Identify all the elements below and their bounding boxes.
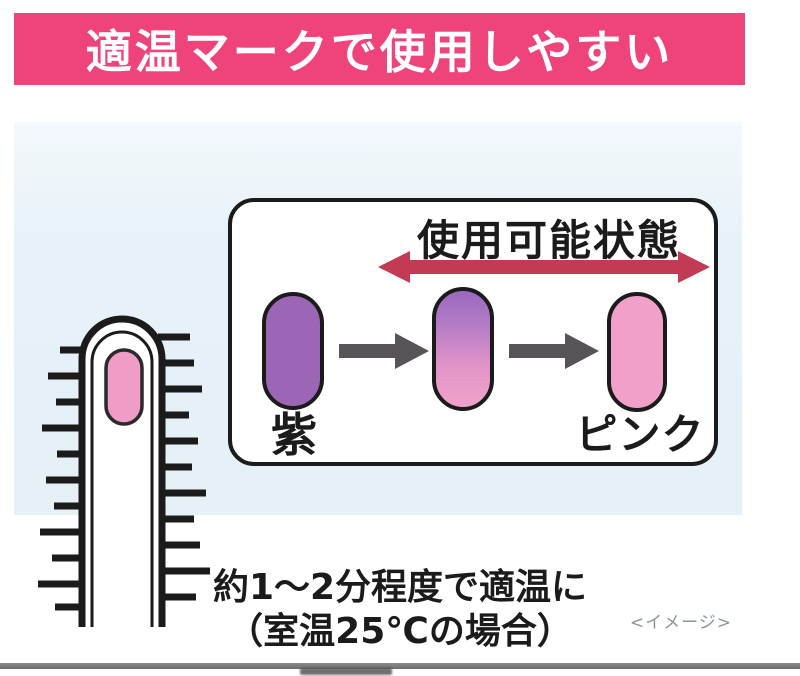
brush-illustration (38, 315, 210, 627)
state-pill-purple (262, 292, 324, 410)
heating-time-line1: 約1〜2分程度で適温に (212, 567, 588, 608)
headline-banner: 適温マークで使用しやすい (14, 13, 745, 85)
state-diagram-box: 使用可能状態 紫 ピンク (228, 198, 718, 466)
transition-arrow-icon (509, 333, 599, 369)
headline-text: 適温マークで使用しやすい (85, 25, 674, 79)
state-label-pink: ピンク (575, 410, 705, 459)
bottom-divider (0, 663, 800, 669)
state-pill-pink (607, 292, 667, 412)
brush-inner-line (90, 330, 154, 627)
heating-time-line2: （室温25℃の場合） (227, 611, 573, 652)
image-disclaimer-caption: <イメージ> (629, 613, 732, 633)
state-label-purple: 紫 (271, 408, 317, 462)
usable-range-double-arrow-icon (378, 251, 710, 283)
transition-arrow-icon (339, 333, 429, 369)
diagram-title: 使用可能状態 (416, 216, 681, 265)
heating-time-note: 約1〜2分程度で適温に （室温25℃の場合） (0, 566, 800, 654)
cropped-text-fragment (300, 668, 392, 675)
brush-temp-indicator (104, 348, 144, 426)
state-pill-transition (432, 287, 494, 411)
brush-bristles-right (158, 333, 210, 601)
